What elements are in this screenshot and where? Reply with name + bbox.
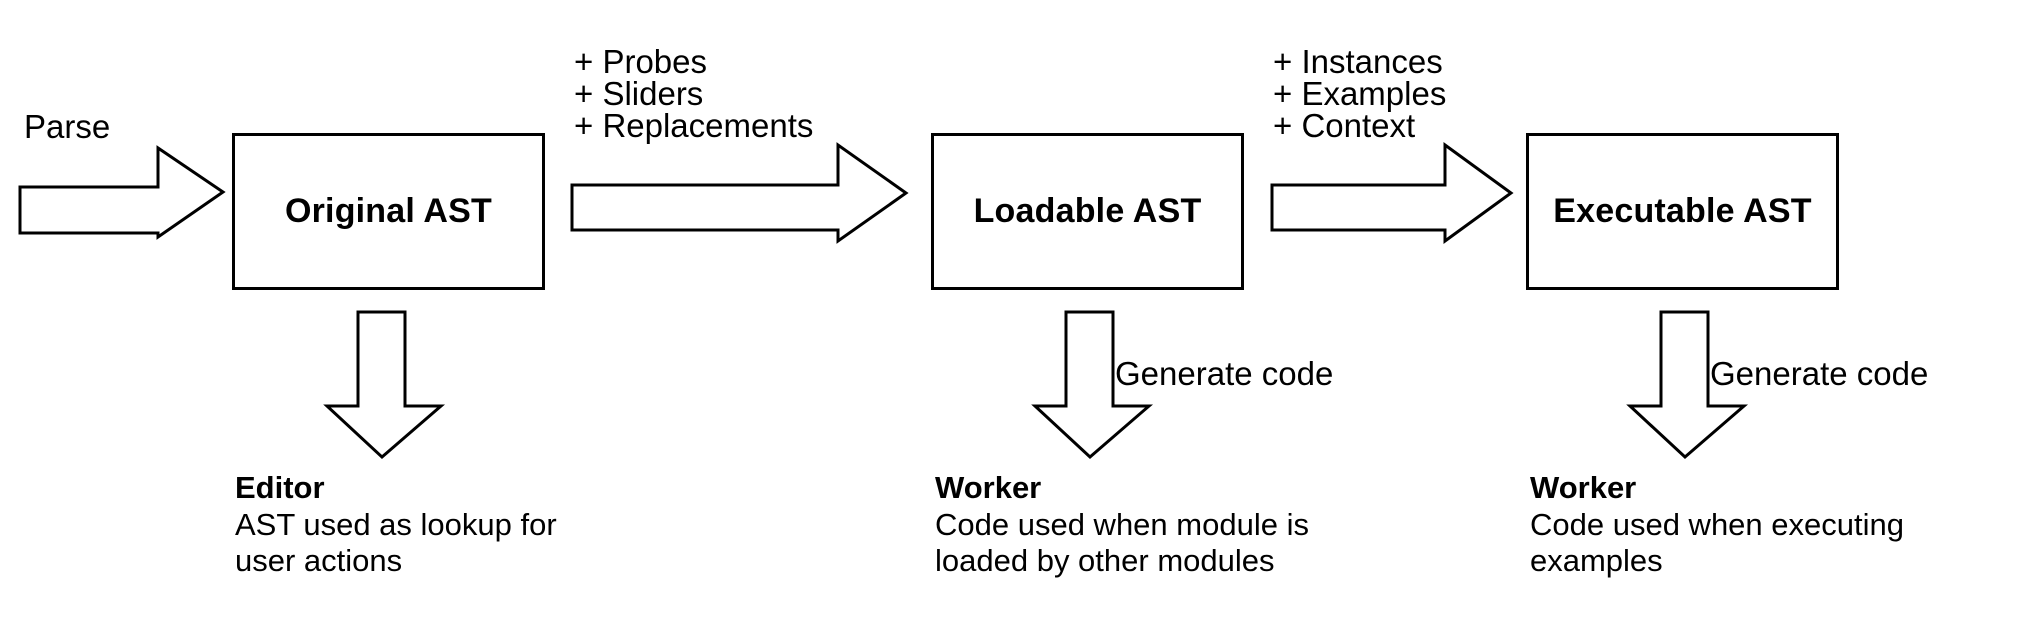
original-to-loadable-arrow-label: + Probes + Sliders + Replacements xyxy=(574,43,814,144)
node-loadable-ast[interactable]: Loadable AST xyxy=(931,133,1244,290)
node-executable-ast-label: Executable AST xyxy=(1553,192,1812,230)
edge-label-line: + Replacements xyxy=(574,107,814,144)
node-loadable-ast-label: Loadable AST xyxy=(973,192,1202,230)
worker-executing-output-line: examples xyxy=(1530,543,1663,578)
node-original-ast[interactable]: Original AST xyxy=(232,133,545,290)
parse-arrow-label-text: Parse xyxy=(24,108,111,145)
editor-output-line: AST used as lookup for xyxy=(235,507,557,542)
worker-executing-output-title: Worker xyxy=(1530,470,1637,505)
loadable-to-executable-arrow-label: + Instances + Examples + Context xyxy=(1273,43,1447,144)
worker-executing-output-line: Code used when executing xyxy=(1530,507,1904,542)
worker-loaded-arrow-label-text: Generate code xyxy=(1115,355,1334,392)
worker-executing-arrow-label: Generate code xyxy=(1710,355,1928,393)
worker-executing-arrow-label-text: Generate code xyxy=(1710,355,1929,392)
node-original-ast-label: Original AST xyxy=(284,192,493,230)
edge-label-line: + Examples xyxy=(1273,75,1447,112)
worker-loaded-down-arrow xyxy=(1031,310,1154,460)
worker-loaded-output-line: Code used when module is xyxy=(935,507,1309,542)
editor-down-arrow xyxy=(323,310,446,460)
editor-output-caption: Editor AST used as lookup for user actio… xyxy=(235,470,557,579)
parse-arrow xyxy=(18,145,228,240)
node-executable-ast[interactable]: Executable AST xyxy=(1526,133,1839,290)
loadable-to-executable-arrow xyxy=(1270,142,1515,245)
parse-arrow-label: Parse xyxy=(24,108,110,146)
edge-label-line: + Sliders xyxy=(574,75,704,112)
editor-output-title: Editor xyxy=(235,470,325,505)
edge-label-line: + Context xyxy=(1273,107,1416,144)
original-to-loadable-arrow xyxy=(570,142,910,245)
editor-output-line: user actions xyxy=(235,543,403,578)
worker-loaded-output-line: loaded by other modules xyxy=(935,543,1275,578)
worker-loaded-output-title: Worker xyxy=(935,470,1042,505)
worker-executing-down-arrow xyxy=(1626,310,1749,460)
worker-loaded-output-caption: Worker Code used when module is loaded b… xyxy=(935,470,1309,579)
edge-label-line: + Instances xyxy=(1273,43,1443,80)
worker-executing-output-caption: Worker Code used when executing examples xyxy=(1530,470,1904,579)
edge-label-line: + Probes xyxy=(574,43,707,80)
worker-loaded-arrow-label: Generate code xyxy=(1115,355,1333,393)
